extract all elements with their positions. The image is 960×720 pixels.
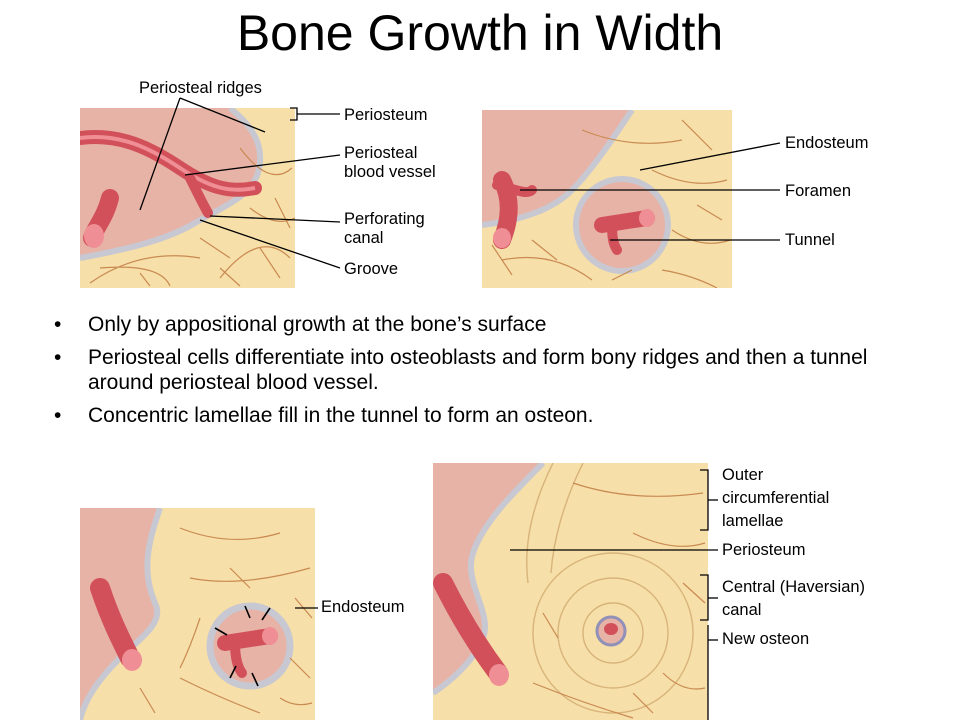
diagram-panel-osteon	[433, 463, 708, 720]
label-periosteal-ridges: Periosteal ridges	[139, 79, 262, 97]
label-periosteal-blood-vessel-line1: Periosteal	[344, 144, 418, 162]
bullet-list: Only by appositional growth at the bone’…	[52, 312, 932, 436]
label-outer-circumferential-line3: lamellae	[722, 512, 784, 530]
label-central-canal-line2: canal	[722, 601, 762, 619]
label-outer-circumferential-line1: Outer	[722, 466, 764, 484]
ridges-illustration	[80, 108, 295, 288]
label-perforating-canal-line2: canal	[344, 229, 384, 247]
label-new-osteon: New osteon	[722, 630, 810, 648]
label-periosteum-bottom: Periosteum	[722, 541, 806, 559]
bullet-item: Only by appositional growth at the bone’…	[52, 312, 932, 337]
diagram-panel-tunnel	[482, 110, 732, 288]
bullet-item: Periosteal cells differentiate into oste…	[52, 345, 932, 395]
label-groove: Groove	[344, 260, 399, 278]
label-periosteum: Periosteum	[344, 106, 428, 124]
bullet-item: Concentric lamellae fill in the tunnel t…	[52, 403, 932, 428]
diagram-panel-ridges	[80, 108, 295, 288]
label-endosteum-bottom: Endosteum	[321, 598, 405, 616]
osteon-illustration	[433, 463, 708, 720]
label-periosteal-blood-vessel-line2: blood vessel	[344, 163, 436, 181]
endosteum-illustration	[80, 508, 315, 720]
label-foramen: Foramen	[785, 182, 852, 200]
label-central-canal-line1: Central (Haversian)	[722, 578, 866, 596]
label-tunnel: Tunnel	[785, 231, 835, 249]
label-endosteum-top: Endosteum	[785, 134, 869, 152]
page-title: Bone Growth in Width	[236, 5, 724, 61]
diagram-panel-endosteum	[80, 508, 315, 720]
label-outer-circumferential-line2: circumferential	[722, 489, 830, 507]
tunnel-illustration	[482, 110, 732, 288]
label-perforating-canal-line1: Perforating	[344, 210, 425, 228]
